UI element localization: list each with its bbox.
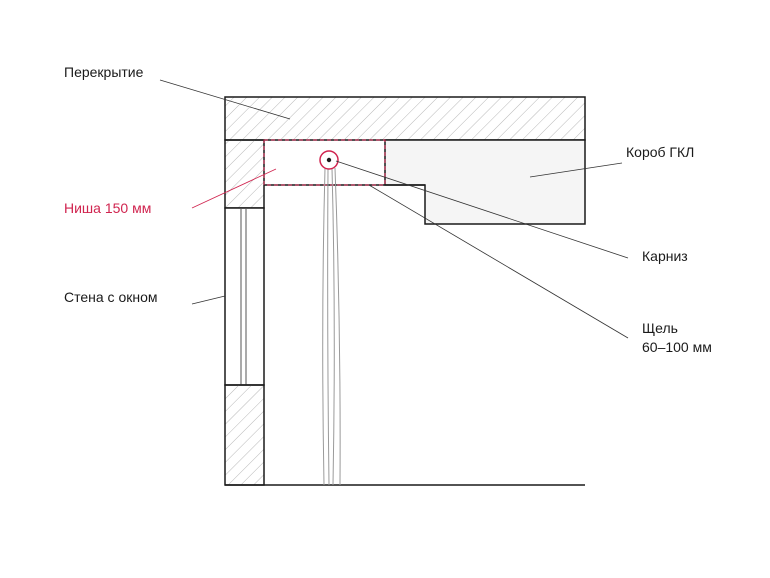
leader-wall [191,295,226,305]
label-gap-title: Щель [642,320,678,336]
drywall-box [384,139,586,225]
leader-niche [191,168,277,209]
wall-lower-section [224,384,265,486]
label-niche: Ниша 150 мм [64,200,152,216]
label-gap-size: 60–100 мм [642,339,712,355]
leader-box [529,162,623,178]
label-gap: Щель 60–100 мм [642,319,712,357]
leader-gap [368,184,629,339]
leader-slab [159,79,291,120]
window-opening [224,207,265,386]
ceiling-slab [224,96,586,141]
label-drywall-box: Короб ГКЛ [626,144,695,160]
curtain-fabric [322,167,341,486]
curtain-rod-icon [319,150,339,170]
leader-rod [335,160,629,259]
label-curtain-rod: Карниз [642,248,688,264]
wall-upper-section [224,139,265,209]
label-ceiling-slab: Перекрытие [64,64,144,80]
label-wall-with-window: Стена с окном [64,289,158,305]
